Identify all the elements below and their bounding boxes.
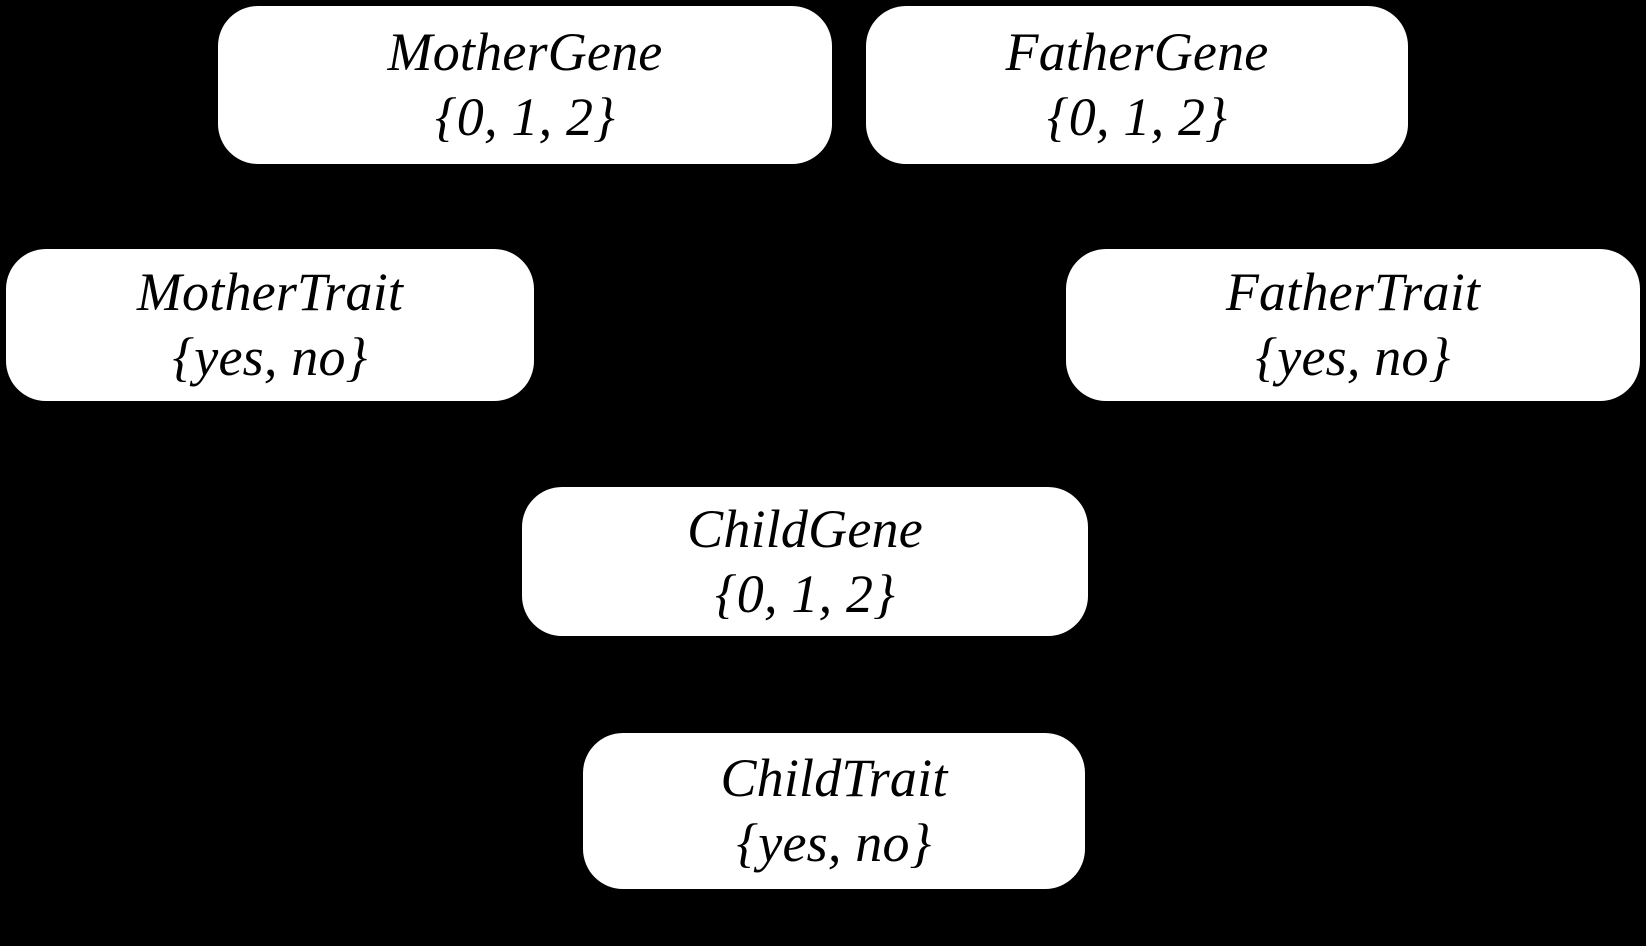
node-mother-trait-label: MotherTrait bbox=[136, 262, 404, 322]
node-father-gene-label: FatherGene bbox=[1005, 22, 1269, 82]
node-father-trait-domain: {yes, no} bbox=[1255, 327, 1451, 387]
node-child-trait[interactable]: ChildTrait {yes, no} bbox=[583, 733, 1085, 889]
node-father-gene[interactable]: FatherGene {0, 1, 2} bbox=[866, 6, 1408, 164]
node-mother-gene[interactable]: MotherGene {0, 1, 2} bbox=[218, 6, 832, 164]
node-child-trait-domain: {yes, no} bbox=[736, 813, 932, 873]
node-mother-gene-label: MotherGene bbox=[387, 22, 663, 82]
node-father-trait-label: FatherTrait bbox=[1225, 262, 1481, 322]
node-child-gene-label: ChildGene bbox=[687, 498, 923, 559]
node-child-gene-domain: {0, 1, 2} bbox=[715, 563, 895, 624]
node-mother-trait[interactable]: MotherTrait {yes, no} bbox=[6, 249, 534, 401]
node-mother-gene-domain: {0, 1, 2} bbox=[435, 87, 615, 147]
node-father-gene-domain: {0, 1, 2} bbox=[1047, 87, 1227, 147]
node-child-gene[interactable]: ChildGene {0, 1, 2} bbox=[522, 487, 1088, 636]
node-mother-trait-domain: {yes, no} bbox=[172, 327, 368, 387]
node-child-trait-label: ChildTrait bbox=[720, 748, 948, 808]
node-father-trait[interactable]: FatherTrait {yes, no} bbox=[1066, 249, 1640, 401]
